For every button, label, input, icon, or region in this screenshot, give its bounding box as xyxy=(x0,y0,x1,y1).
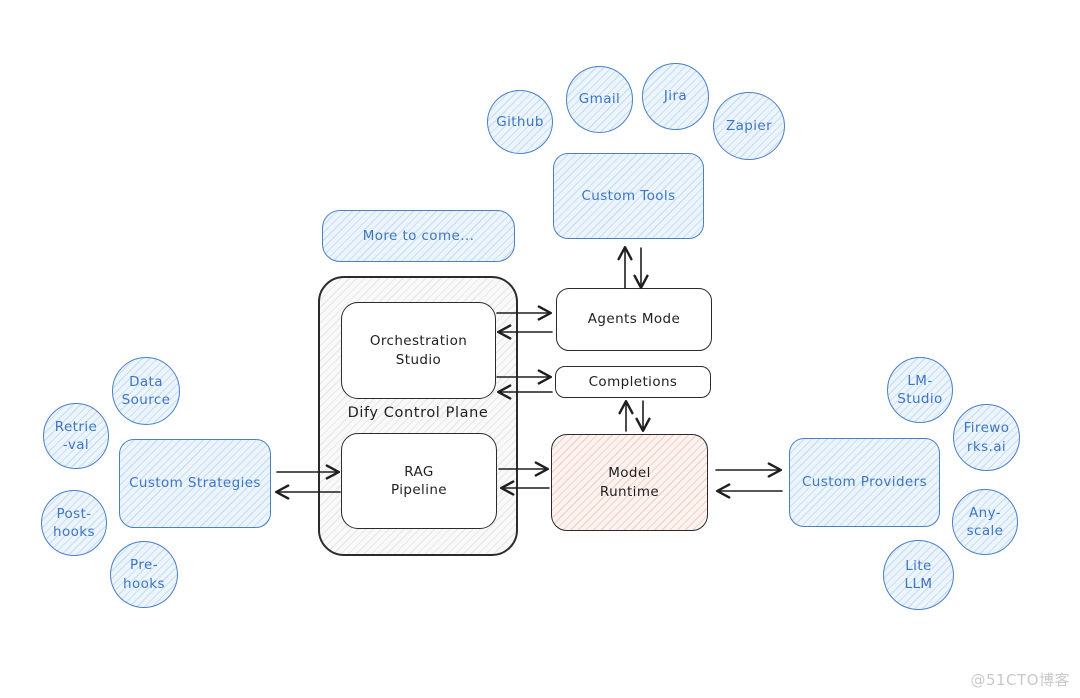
node-post-hooks: Post- hooks xyxy=(41,490,107,556)
node-rag-pipeline: RAG Pipeline xyxy=(341,433,497,529)
node-orchestration-studio: Orchestration Studio xyxy=(341,302,496,399)
node-retrieval: Retrie -val xyxy=(43,403,109,469)
node-custom-strategies: Custom Strategies xyxy=(119,439,271,528)
node-zapier: Zapier xyxy=(713,92,785,160)
dify-control-plane-label: Dify Control Plane xyxy=(347,405,489,421)
node-completions: Completions xyxy=(555,366,711,398)
node-more-to-come: More to come... xyxy=(322,210,515,262)
node-custom-providers: Custom Providers xyxy=(789,438,940,527)
node-pre-hooks: Pre- hooks xyxy=(110,541,178,608)
node-custom-tools: Custom Tools xyxy=(553,153,704,239)
node-anyscale: Any- scale xyxy=(952,489,1018,555)
node-lm-studio: LM- Studio xyxy=(887,357,953,423)
watermark: @51CTO博客 xyxy=(970,671,1070,689)
node-agents-mode: Agents Mode xyxy=(556,288,712,351)
node-gmail: Gmail xyxy=(566,66,633,133)
node-data-source: Data Source xyxy=(112,357,180,425)
node-github: Github xyxy=(487,90,553,154)
node-lite-llm: Lite LLM xyxy=(883,540,954,610)
node-jira: Jira xyxy=(642,63,709,130)
node-fireworks-ai: Firewo rks.ai xyxy=(953,404,1020,471)
node-model-runtime: Model Runtime xyxy=(551,434,708,531)
